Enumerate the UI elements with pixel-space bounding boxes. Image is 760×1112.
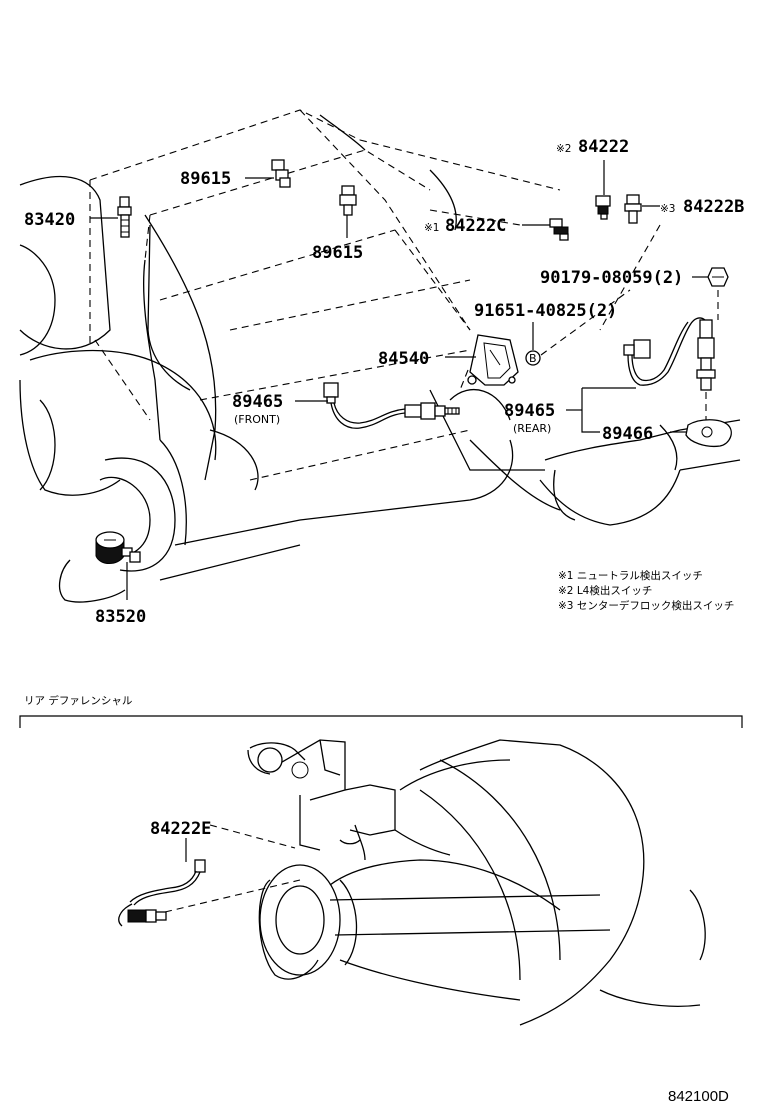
part-91651-bolt[interactable]: B — [525, 350, 541, 366]
engine-outline — [19, 109, 741, 603]
note-2: ※2 L4検出スイッチ — [558, 584, 652, 597]
part-84222B-switch[interactable] — [624, 194, 642, 224]
bracket-89465-rear — [581, 388, 600, 433]
part-83520-switch[interactable] — [95, 531, 141, 564]
prefix-84222B: ※3 — [660, 203, 675, 215]
part-89615-sensor-upper[interactable] — [271, 159, 291, 188]
part-83420-sensor[interactable] — [117, 196, 132, 238]
notes-legend: ※1 ニュートラル検出スイッチ ※2 L4検出スイッチ ※3 センターデフロック… — [558, 569, 734, 612]
label-rear: (REAR) — [513, 422, 551, 435]
part-89615-sensor-lower[interactable] — [339, 185, 357, 216]
part-90179-nut[interactable] — [707, 267, 729, 287]
label-90179[interactable]: 90179-08059(2) — [540, 268, 683, 288]
label-84222E[interactable]: 84222E — [150, 819, 211, 839]
part-84540-switch[interactable] — [467, 334, 519, 386]
label-89465-rear[interactable]: 89465 — [504, 401, 555, 421]
section-title: リア デファレンシャル — [24, 694, 132, 707]
section-bracket — [19, 715, 743, 728]
label-89465-front[interactable]: 89465 — [232, 392, 283, 412]
label-84222B[interactable]: 84222B — [683, 197, 744, 217]
label-89466[interactable]: 89466 — [602, 424, 653, 444]
part-84222C-switch[interactable] — [549, 218, 569, 241]
label-84540[interactable]: 84540 — [378, 349, 429, 369]
label-89615-upper[interactable]: 89615 — [180, 169, 231, 189]
prefix-84222: ※2 — [556, 143, 571, 155]
bolt-mark: B — [529, 352, 537, 365]
note-3: ※3 センターデフロック検出スイッチ — [558, 599, 734, 612]
label-83420[interactable]: 83420 — [24, 210, 75, 230]
prefix-84222C: ※1 — [424, 222, 439, 234]
label-front: (FRONT) — [234, 413, 280, 426]
dash-91651 — [540, 289, 631, 356]
dash-84222E — [209, 824, 296, 849]
part-89465-front-sensor[interactable] — [323, 382, 460, 429]
label-89615-lower[interactable]: 89615 — [312, 243, 363, 263]
label-83520[interactable]: 83520 — [95, 607, 146, 627]
part-89465-rear-sensor[interactable] — [623, 317, 716, 391]
label-91651[interactable]: 91651-40825(2) — [474, 301, 617, 321]
note-1: ※1 ニュートラル検出スイッチ — [558, 569, 703, 582]
part-84222E-switch[interactable] — [118, 859, 206, 927]
rear-differential-outline — [164, 739, 706, 1026]
label-84222[interactable]: 84222 — [578, 137, 629, 157]
figure-code: 842100D — [668, 1088, 729, 1105]
dash-84540 — [459, 369, 469, 391]
part-84222-switch[interactable] — [595, 195, 611, 220]
part-89466-gasket[interactable] — [685, 419, 732, 448]
label-84222C[interactable]: 84222C — [445, 216, 506, 236]
